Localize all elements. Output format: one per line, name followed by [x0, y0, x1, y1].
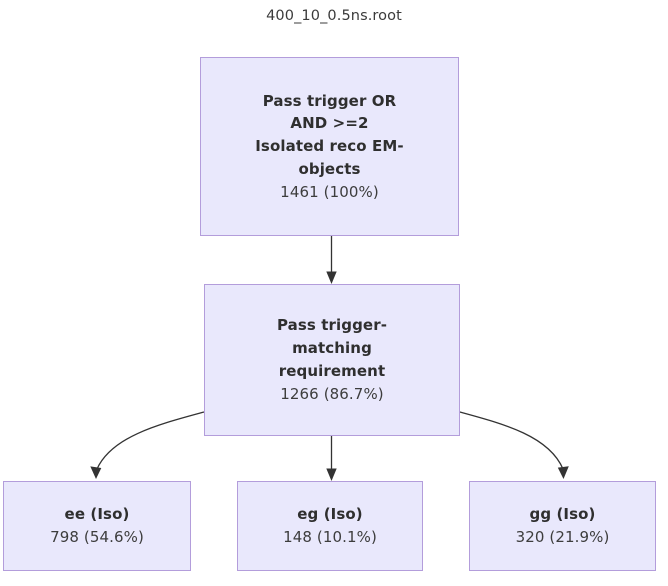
node-gg-count: 320 (21.9%): [515, 528, 610, 546]
node-match-label: Pass trigger- matching requirement: [276, 316, 388, 380]
node-ee-iso[interactable]: ee (Iso) 798 (54.6%): [3, 481, 191, 571]
node-eg-label: eg (Iso): [297, 505, 363, 524]
edge-match-to-ee: [90, 411, 205, 479]
node-pass-trigger-or[interactable]: Pass trigger OR AND >=2 Isolated reco EM…: [200, 57, 459, 236]
node-ee-label: ee (Iso): [64, 505, 130, 524]
edge-root-to-match: [326, 236, 337, 284]
edge-match-to-eg: [326, 436, 337, 481]
node-eg-count: 148 (10.1%): [283, 528, 377, 546]
page-title: 400_10_0.5ns.root: [266, 8, 402, 24]
node-root-label: Pass trigger OR AND >=2 Isolated reco EM…: [255, 91, 404, 178]
node-gg-iso[interactable]: gg (Iso) 320 (21.9%): [469, 481, 656, 571]
node-gg-label: gg (Iso): [529, 505, 596, 524]
node-match-count: 1266 (86.7%): [280, 384, 384, 403]
node-ee-count: 798 (54.6%): [50, 528, 144, 546]
node-pass-trigger-matching[interactable]: Pass trigger- matching requirement 1266 …: [204, 284, 460, 436]
edge-match-to-gg: [459, 411, 569, 479]
node-root-count: 1461 (100%): [280, 182, 379, 201]
node-eg-iso[interactable]: eg (Iso) 148 (10.1%): [237, 481, 423, 571]
